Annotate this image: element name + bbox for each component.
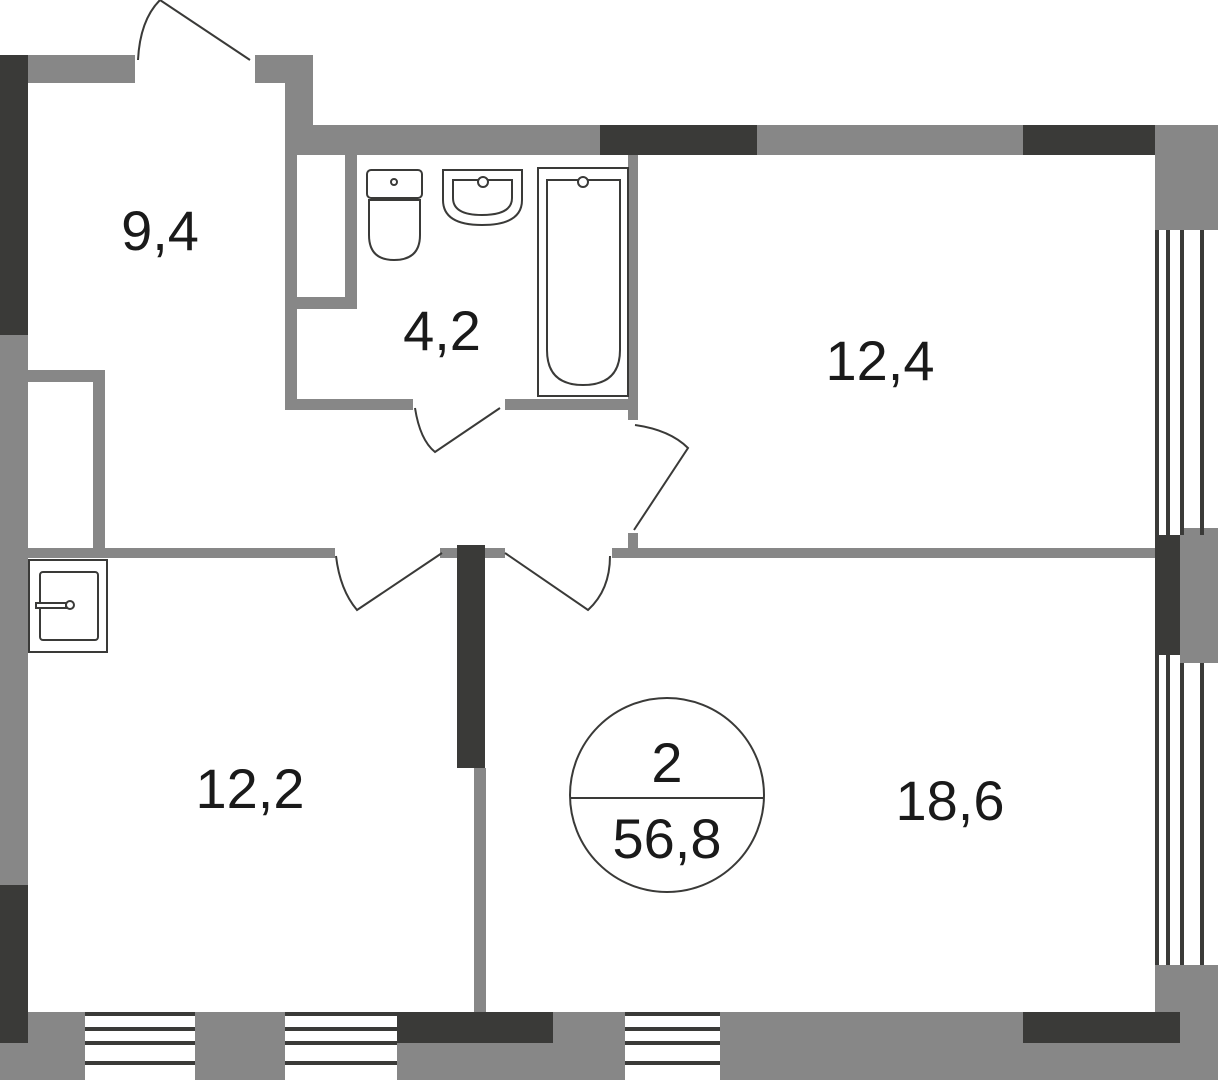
- window-bottom-3: [625, 1012, 720, 1065]
- apartment-badge: 2 56,8: [569, 697, 765, 893]
- window-bottom-1: [85, 1012, 195, 1065]
- total-area: 56,8: [613, 807, 722, 870]
- kitchen-door: [335, 552, 443, 612]
- living-room-area: 18,6: [896, 769, 1005, 832]
- window-bottom-2: [285, 1012, 397, 1065]
- washbasin-icon: [442, 169, 523, 227]
- interior-walls: [28, 155, 1155, 1012]
- bathroom-area: 4,2: [403, 299, 481, 362]
- entrance-door: [137, 0, 251, 61]
- bedroom-area: 12,4: [826, 329, 935, 392]
- kitchen-area: 12,2: [196, 757, 305, 820]
- kitchen-sink-icon: [28, 559, 108, 653]
- window-right-2: [1155, 655, 1204, 965]
- toilet-icon: [366, 169, 423, 262]
- bedroom-door: [633, 424, 690, 531]
- bathroom-door: [414, 407, 501, 454]
- window-right-1: [1155, 230, 1204, 535]
- hall-area: 9,4: [121, 199, 199, 262]
- fixtures: [28, 167, 629, 653]
- rooms-count: 2: [651, 731, 682, 794]
- doors: [137, 0, 690, 612]
- windows: [85, 230, 1204, 1065]
- bathtub-icon: [537, 167, 629, 397]
- outer-walls: [0, 55, 1218, 1080]
- living-door: [504, 552, 611, 612]
